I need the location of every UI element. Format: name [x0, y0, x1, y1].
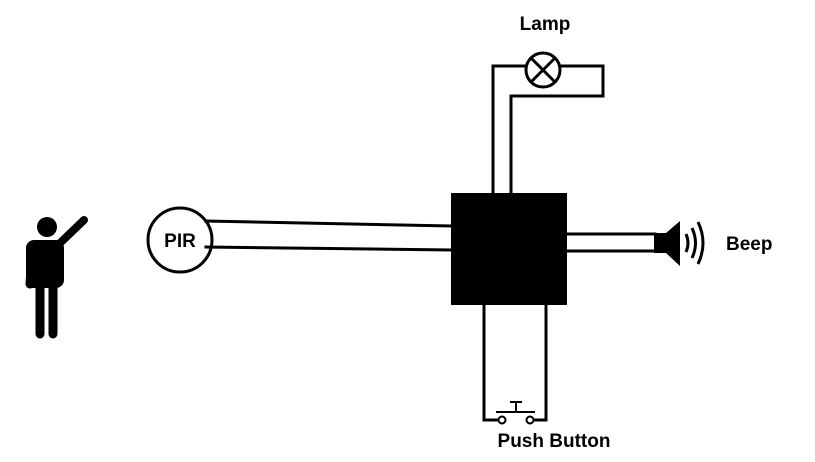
push-button-wires [482, 303, 548, 422]
pir-label: PIR [164, 231, 196, 252]
beep-label: Beep [726, 234, 772, 255]
push-button-label: Push Button [498, 431, 611, 452]
person-waving-icon [25, 216, 88, 339]
lamp-wires [491, 64, 605, 195]
pir-wires [204, 219, 453, 252]
controller-box [451, 193, 567, 305]
speaker-wires [565, 232, 657, 253]
speaker-icon [654, 221, 705, 266]
lamp-label: Lamp [520, 14, 571, 35]
push-button-switch-icon [496, 401, 535, 425]
pir-sensor: PIR [146, 206, 214, 274]
lamp-icon [524, 51, 562, 89]
